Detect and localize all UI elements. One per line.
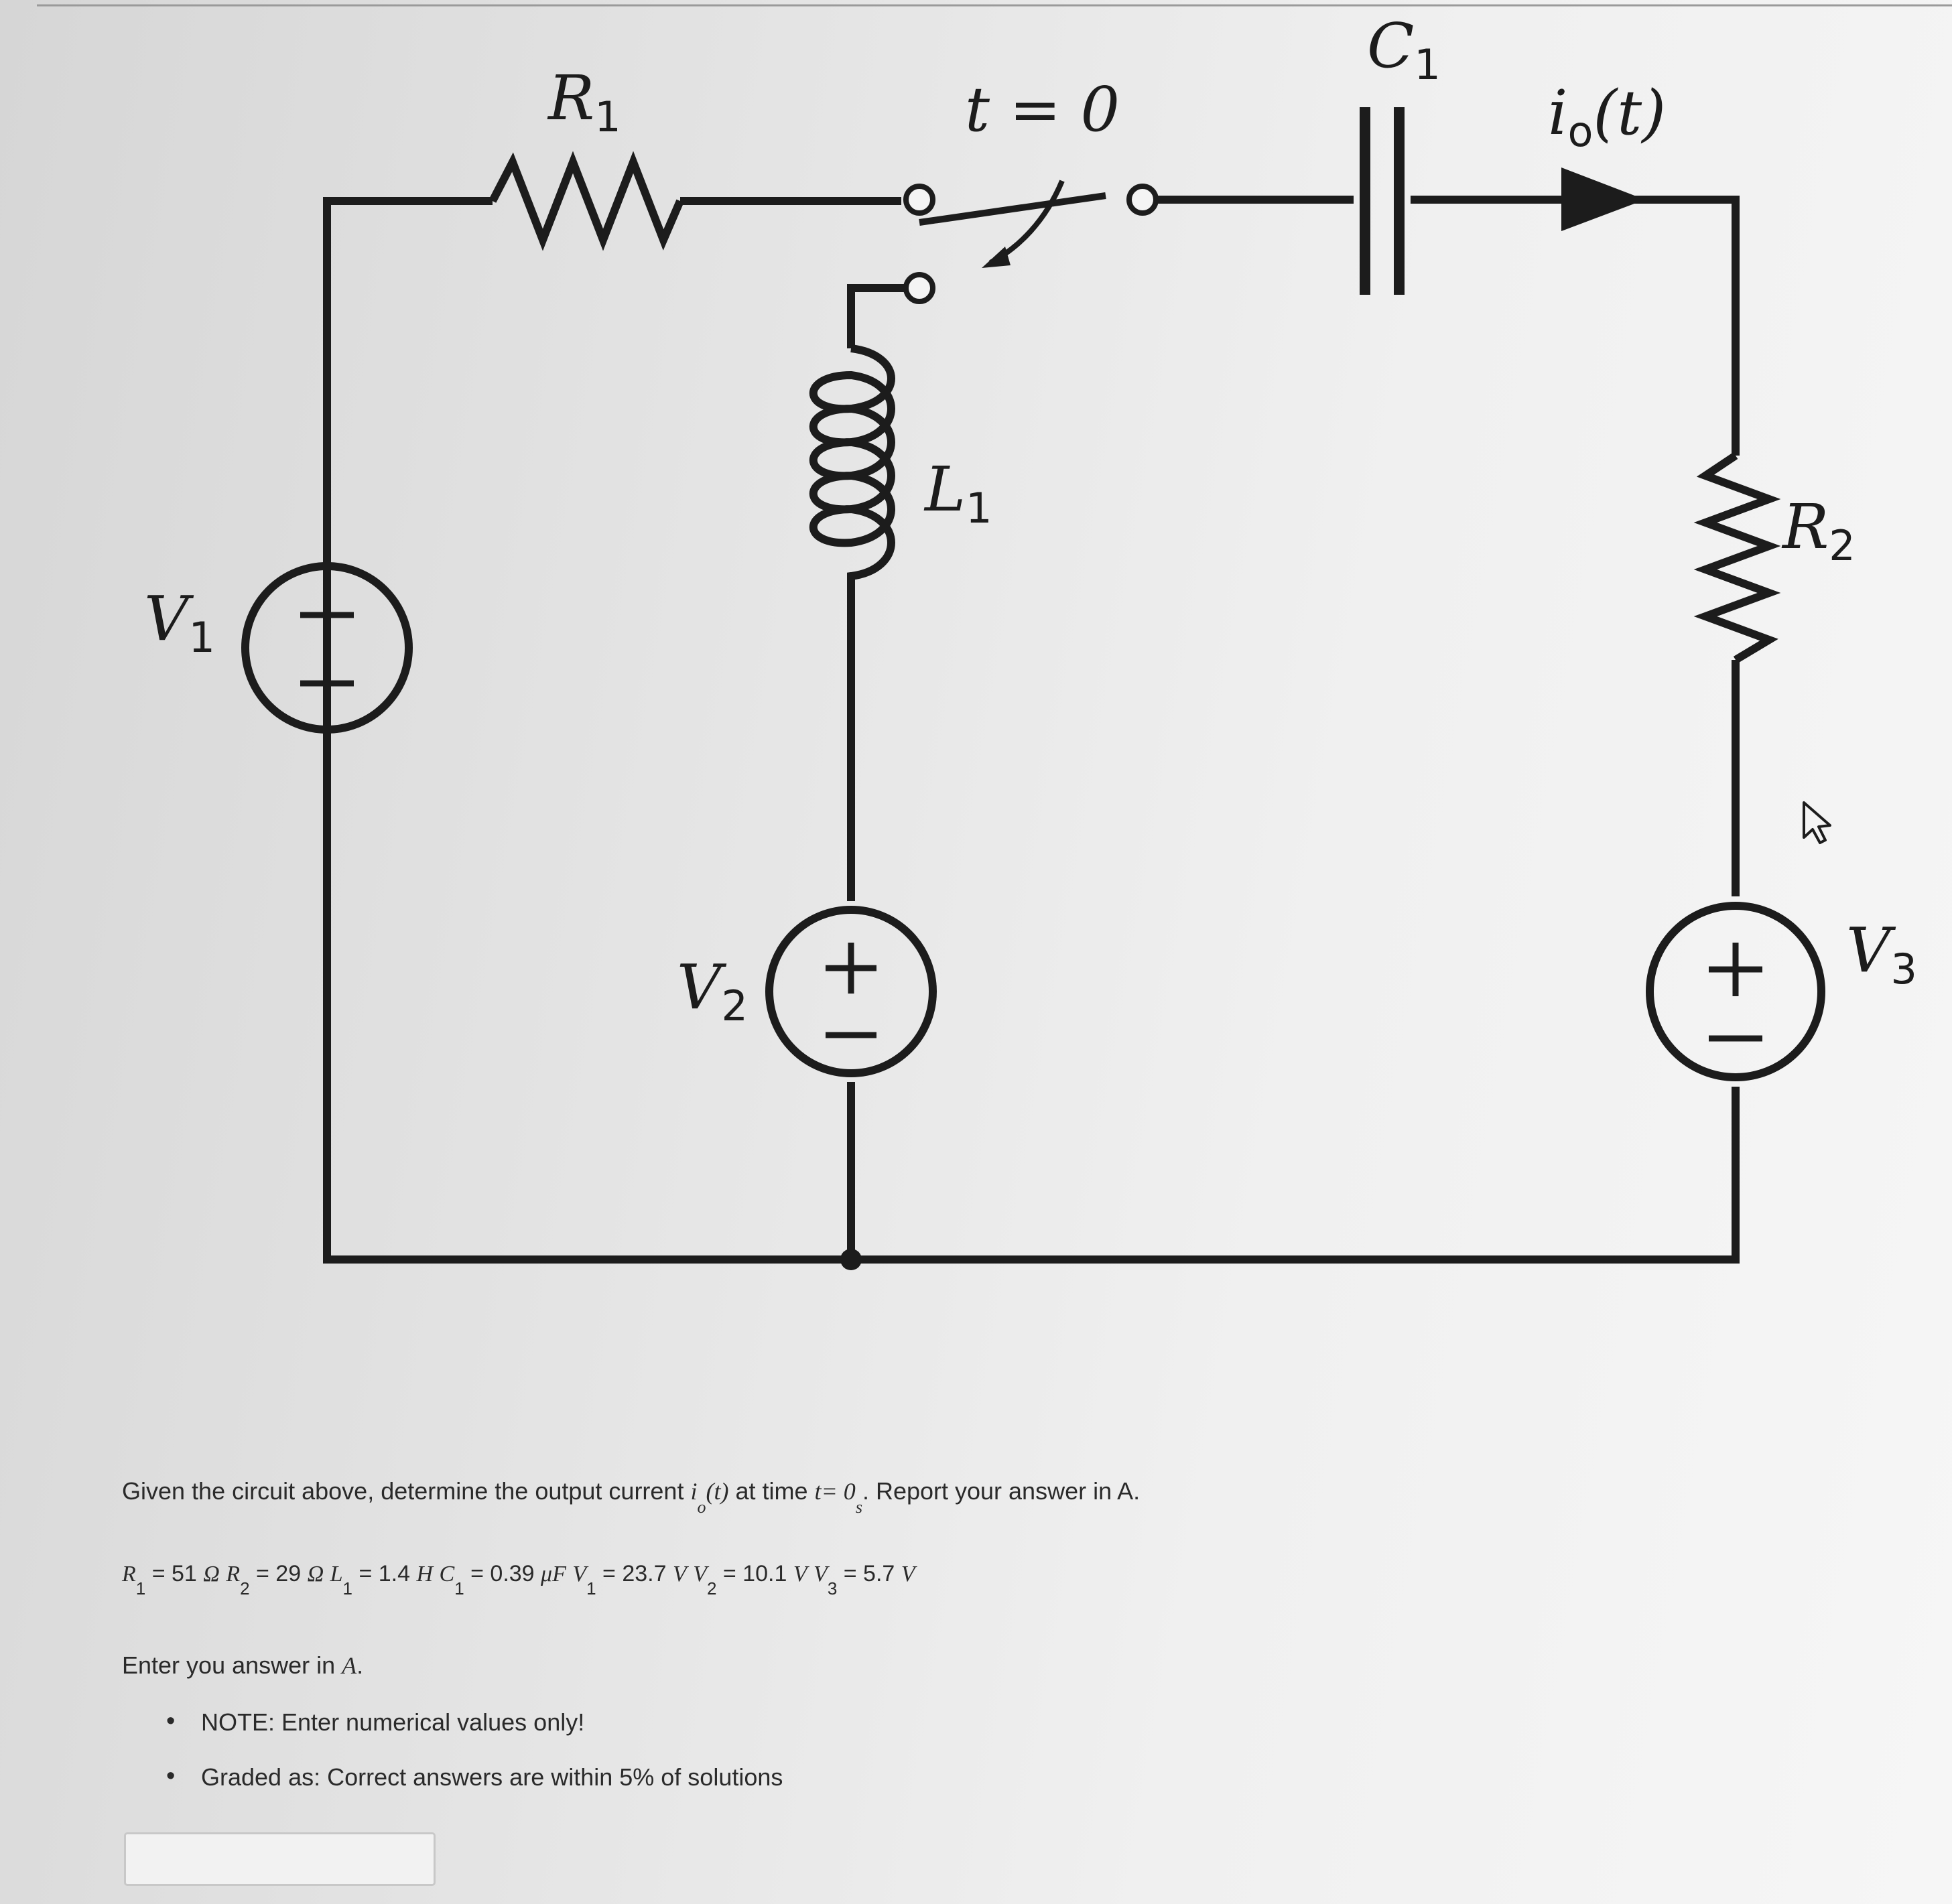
notes-list: NOTE: Enter numerical values only! Grade… — [154, 1707, 783, 1818]
voltage-source-v2-icon — [765, 906, 937, 1077]
switch-icon — [903, 180, 1159, 304]
question-mid: at time — [728, 1477, 815, 1505]
v2-label: V2 — [677, 951, 748, 1030]
answer-input[interactable] — [124, 1832, 436, 1886]
io-label: io(t) — [1548, 77, 1666, 156]
answer-prompt: Enter you answer in A. — [122, 1651, 364, 1679]
param-v3: V3 = 5.7 V — [814, 1561, 915, 1599]
question-suffix: . Report your answer in A. — [862, 1477, 1141, 1505]
note-grading: Graded as: Correct answers are within 5%… — [154, 1762, 783, 1791]
capacitor-c1-icon — [1360, 107, 1405, 295]
question-time: t= 0 — [814, 1478, 856, 1505]
v1-label: V1 — [144, 583, 215, 662]
inductor-l1-icon — [809, 344, 895, 590]
mouse-cursor-icon — [1803, 801, 1831, 844]
param-v2: V2 = 10.1 V — [693, 1561, 807, 1599]
junction-node — [840, 1249, 862, 1270]
l1-label: L1 — [923, 454, 992, 533]
question-text: Given the circuit above, determine the o… — [122, 1477, 1141, 1517]
switch-time-label: t = 0 — [965, 74, 1120, 145]
v3-label: V3 — [1846, 914, 1917, 994]
note-numerical-only: NOTE: Enter numerical values only! — [154, 1707, 783, 1737]
r1-label: R1 — [547, 62, 621, 141]
question-var-arg: (t) — [706, 1478, 729, 1505]
question-time-unit: s — [855, 1497, 862, 1517]
resistor-r2-icon — [1693, 452, 1781, 664]
question-var-sub: o — [697, 1497, 706, 1517]
circuit-diagram: R1 t = 0 C1 io(t) L1 R2 — [37, 4, 1952, 1270]
wires — [323, 196, 1740, 1270]
param-c1: C1 = 0.39 μF — [439, 1561, 566, 1599]
current-arrow-icon — [1561, 167, 1645, 231]
param-r1: R1 = 51 Ω — [122, 1561, 220, 1599]
r2-label: R2 — [1781, 491, 1856, 570]
wire-switch-l1 — [847, 284, 919, 348]
wire-left-top — [323, 197, 493, 690]
voltage-source-v3-icon — [1646, 902, 1825, 1081]
resistor-r1-icon — [489, 151, 684, 251]
wire-c1-right — [1411, 196, 1740, 456]
question-var: i — [690, 1478, 698, 1505]
wire-bottom — [323, 710, 1740, 1264]
c1-label: C1 — [1367, 10, 1441, 89]
voltage-source-v1-icon — [241, 562, 413, 734]
question-prefix: Given the circuit above, determine the o… — [122, 1477, 691, 1505]
param-r2: R2 = 29 Ω — [226, 1561, 324, 1599]
param-l1: L1 = 1.4 H — [330, 1561, 434, 1599]
param-v1: V1 = 23.7 V — [572, 1561, 687, 1599]
parameter-list: R1 = 51 Ω R2 = 29 Ω L1 = 1.4 H C1 = 0.39… — [122, 1561, 915, 1599]
